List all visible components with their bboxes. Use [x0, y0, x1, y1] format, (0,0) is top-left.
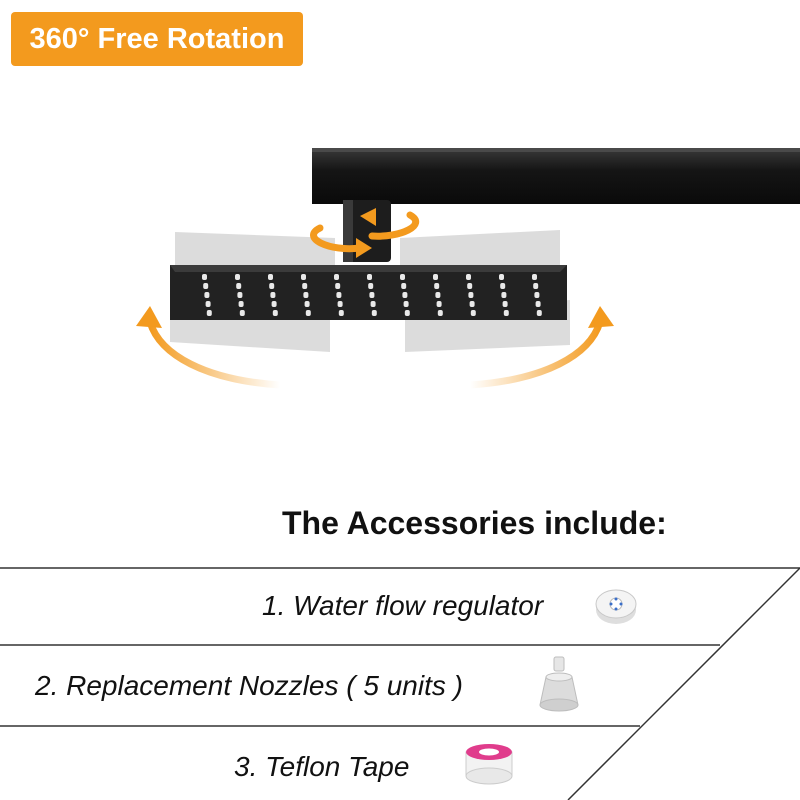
- nozzle: [334, 274, 339, 280]
- nozzle: [500, 283, 506, 289]
- nozzle: [436, 301, 442, 307]
- nozzle-rows: [202, 274, 542, 316]
- accessories-table-lines: [0, 567, 800, 800]
- nozzle: [467, 283, 473, 289]
- nozzle: [370, 301, 376, 307]
- nozzle: [502, 301, 508, 307]
- nozzle: [268, 274, 273, 280]
- nozzle: [272, 310, 278, 316]
- nozzle: [206, 310, 212, 316]
- nozzle: [437, 310, 443, 316]
- nozzle: [202, 274, 207, 280]
- tilt-arrows: [136, 306, 614, 389]
- nozzle: [401, 283, 407, 289]
- accessory-item-1: 1. Water flow regulator: [262, 590, 544, 621]
- nozzle: [303, 292, 309, 298]
- nozzle: [501, 292, 507, 298]
- nozzle: [304, 301, 310, 307]
- rotation-badge: 360° Free Rotation: [11, 12, 303, 66]
- rotation-arrows: [310, 211, 420, 253]
- nozzle: [536, 310, 542, 316]
- nozzle: [433, 274, 438, 280]
- accessories-title: The Accessories include:: [282, 505, 667, 541]
- nozzle: [336, 292, 342, 298]
- nozzle: [236, 283, 242, 289]
- nozzle: [499, 274, 504, 280]
- nozzle: [205, 301, 211, 307]
- nozzle: [203, 283, 209, 289]
- shower-head-illustration: [136, 148, 800, 389]
- nozzle: [369, 292, 375, 298]
- accessory-item-3: 3. Teflon Tape: [234, 751, 410, 782]
- nozzle: [337, 301, 343, 307]
- rotation-arrow-head-2: [360, 208, 376, 226]
- nozzle: [302, 283, 308, 289]
- nozzle: [238, 301, 244, 307]
- nozzle: [403, 301, 409, 307]
- nozzle: [368, 283, 374, 289]
- nozzle: [532, 274, 537, 280]
- nozzle: [271, 301, 277, 307]
- shower-arm: [312, 148, 800, 204]
- nozzle: [468, 292, 474, 298]
- nozzle: [533, 283, 539, 289]
- nozzle: [338, 310, 344, 316]
- nozzle: [402, 292, 408, 298]
- nozzle: [466, 274, 471, 280]
- rotation-arrow-head-1: [356, 238, 372, 258]
- nozzle: [435, 292, 441, 298]
- rotation-badge-label: 360° Free Rotation: [29, 22, 285, 55]
- nozzle: [534, 292, 540, 298]
- nozzle: [367, 274, 372, 280]
- nozzle: [400, 274, 405, 280]
- nozzle: [470, 310, 476, 316]
- nozzle: [269, 283, 275, 289]
- nozzle: [535, 301, 541, 307]
- nozzle: [235, 274, 240, 280]
- nozzle: [301, 274, 306, 280]
- nozzle: [434, 283, 440, 289]
- nozzle: [204, 292, 210, 298]
- swivel-connector: [343, 200, 391, 262]
- accessory-item-2: 2. Replacement Nozzles ( 5 units ): [35, 670, 463, 701]
- nozzle: [469, 301, 475, 307]
- flow-regulator-icon: [595, 589, 637, 624]
- teflon-tape-icon: [465, 744, 513, 785]
- nozzle: [270, 292, 276, 298]
- nozzle: [237, 292, 243, 298]
- nozzle: [335, 283, 341, 289]
- nozzle: [404, 310, 410, 316]
- nozzle: [239, 310, 245, 316]
- nozzle: [305, 310, 311, 316]
- nozzle: [503, 310, 509, 316]
- nozzle-icon: [539, 656, 579, 712]
- nozzle: [371, 310, 377, 316]
